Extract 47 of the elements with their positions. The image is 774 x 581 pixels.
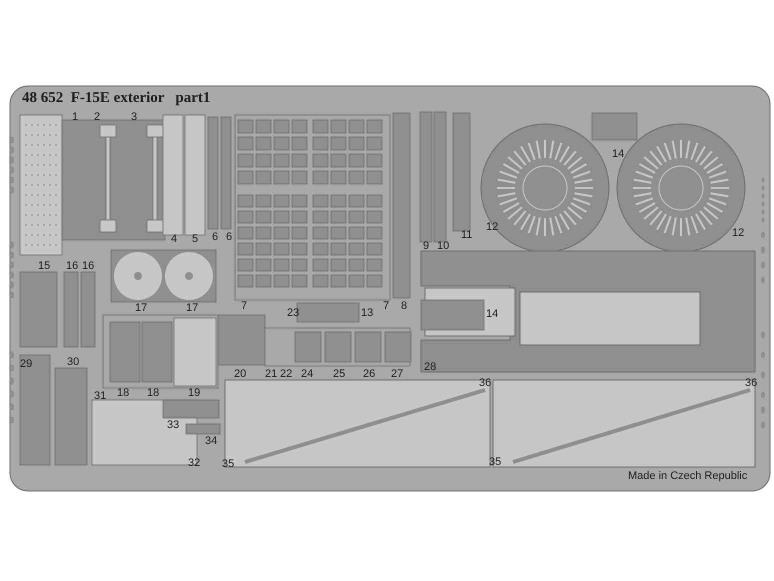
callout-number: 18 bbox=[147, 387, 160, 399]
callout-number: 34 bbox=[205, 435, 218, 447]
callout-number: 27 bbox=[391, 368, 404, 380]
origin-note: Made in Czech Republic bbox=[628, 470, 748, 482]
callout-number: 3 bbox=[131, 111, 138, 123]
callout-number: 21 bbox=[265, 368, 278, 380]
callout-number: 22 bbox=[280, 368, 292, 380]
callout-number: 7 bbox=[241, 300, 248, 312]
callout-number: 35 bbox=[222, 458, 234, 470]
callout-number: 23 bbox=[287, 307, 300, 319]
callout-number: 16 bbox=[66, 260, 78, 272]
callout-number: 20 bbox=[234, 368, 246, 380]
callout-number: 35 bbox=[489, 456, 502, 468]
callout-number: 31 bbox=[94, 390, 106, 402]
callout-number: 6 bbox=[226, 231, 232, 243]
callout-number: 17 bbox=[186, 302, 198, 314]
callout-number: 16 bbox=[82, 260, 94, 272]
callout-number: 14 bbox=[486, 308, 498, 320]
callout-number: 13 bbox=[361, 307, 374, 319]
callout-number: 1 bbox=[72, 111, 78, 123]
callout-number: 17 bbox=[135, 302, 148, 314]
callout-number: 18 bbox=[117, 387, 130, 399]
callout-number: 32 bbox=[188, 457, 200, 469]
callout-number: 36 bbox=[745, 377, 758, 389]
callout-number: 5 bbox=[192, 233, 198, 245]
callout-number: 14 bbox=[612, 148, 624, 160]
callout-number: 30 bbox=[67, 356, 80, 368]
callout-number: 33 bbox=[167, 419, 180, 431]
callout-number: 25 bbox=[333, 368, 346, 380]
callout-number: 26 bbox=[363, 368, 376, 380]
callout-number: 12 bbox=[486, 221, 498, 233]
callout-number: 11 bbox=[461, 229, 472, 241]
callout-number: 36 bbox=[479, 377, 492, 389]
callout-number: 7 bbox=[383, 300, 390, 312]
callout-number: 2 bbox=[94, 111, 100, 123]
callout-number: 24 bbox=[301, 368, 314, 380]
callout-number: 12 bbox=[732, 227, 744, 239]
callout-number: 4 bbox=[171, 233, 178, 245]
callout-number: 10 bbox=[437, 240, 450, 252]
callout-number: 28 bbox=[424, 361, 436, 373]
callout-number: 29 bbox=[20, 358, 32, 370]
callout-number: 9 bbox=[423, 240, 430, 252]
callout-number: 6 bbox=[212, 231, 218, 243]
fret-title: 48 652 F-15E exterior part1 bbox=[22, 90, 210, 107]
callout-number: 15 bbox=[38, 260, 50, 272]
callout-number: 19 bbox=[188, 387, 200, 399]
callout-number: 8 bbox=[401, 300, 408, 312]
